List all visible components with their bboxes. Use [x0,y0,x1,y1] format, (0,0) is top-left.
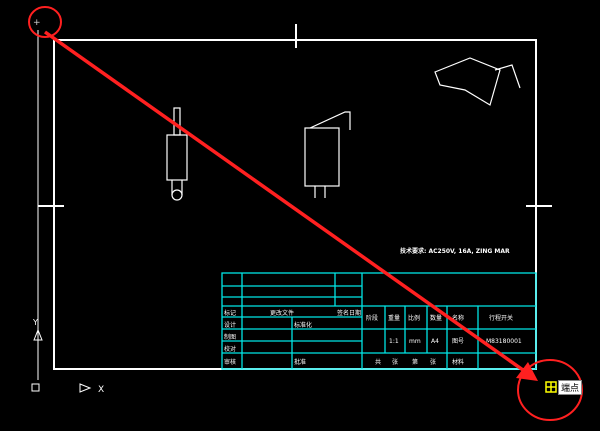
svg-text:张: 张 [392,358,398,366]
svg-text:批准: 批准 [294,358,306,366]
svg-text:重量: 重量 [388,314,400,322]
svg-text:mm: mm [409,338,421,345]
svg-text:数量: 数量 [430,314,442,322]
svg-text:共: 共 [375,358,381,366]
svg-text:签名日期: 签名日期 [337,309,361,317]
svg-text:制图: 制图 [224,333,236,341]
svg-text:标记: 标记 [224,309,236,317]
svg-text:A4: A4 [431,338,439,345]
title-block-text: 标记 更改文件 签名日期 设计 制图 校对 审核 标准化 批准 阶段 重量 比例… [224,309,522,366]
crosshair-cursor-icon: + [33,18,41,28]
svg-text:审核: 审核 [224,358,236,366]
technical-requirements: 技术要求: AC250V, 16A, ZING MAR [400,247,510,255]
ucs-icon: Y X [31,318,104,395]
endpoint-snap-marker-icon [545,381,557,393]
svg-text:第: 第 [412,358,418,366]
svg-text:1:1: 1:1 [389,338,399,345]
svg-text:材料: 材料 [452,358,464,366]
title-block [221,272,537,370]
svg-text:名称: 名称 [452,314,464,322]
svg-text:设计: 设计 [224,321,236,329]
svg-text:比例: 比例 [408,314,420,322]
svg-text:更改文件: 更改文件 [270,309,294,317]
svg-text:阶段: 阶段 [366,314,378,322]
svg-text:校对: 校对 [224,345,236,353]
svg-text:M83180001: M83180001 [486,338,522,345]
switch-drawings [166,57,521,201]
svg-text:标准化: 标准化 [294,321,312,329]
svg-text:Y: Y [32,318,38,327]
svg-text:行程开关: 行程开关 [489,314,513,322]
svg-text:X: X [98,385,104,395]
snap-tooltip: 端点 [558,380,583,395]
svg-text:图号: 图号 [452,338,464,345]
svg-text:张: 张 [430,358,436,366]
